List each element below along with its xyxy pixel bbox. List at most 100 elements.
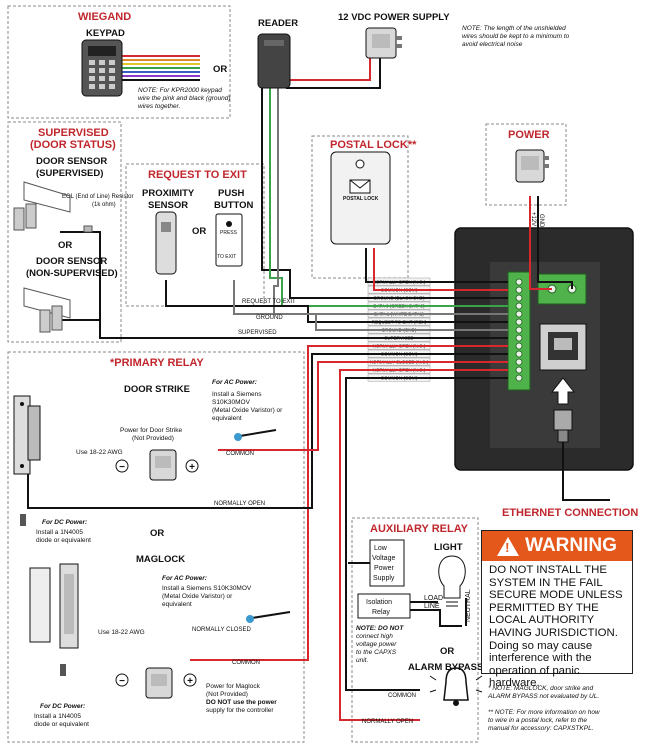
wire-label-common-1: COMMON — [226, 451, 254, 457]
label-or: OR — [192, 226, 206, 237]
aux-note-5: unit. — [356, 657, 368, 664]
label-lvps-2: Voltage — [372, 555, 395, 562]
heading-ethernet-connection: ETHERNET CONNECTION — [502, 507, 638, 519]
top-note-3: avoid electrical noise — [462, 41, 523, 48]
svg-text:−: − — [119, 462, 125, 473]
label-eol-1: EOL (End of Line) Resistor — [62, 194, 133, 200]
label-or: OR — [440, 646, 454, 657]
label-light: LIGHT — [434, 542, 463, 553]
aux-note-1: NOTE: DO NOT — [356, 625, 404, 632]
terminal-screw — [515, 342, 523, 350]
label-or: OR — [213, 64, 227, 75]
plus-icon — [185, 459, 199, 473]
terminal-screw — [515, 302, 523, 310]
reader-device — [257, 33, 291, 89]
label-door-strike: DOOR STRIKE — [124, 384, 190, 395]
footnote-1a: * NOTE: MAGLOCK, door strike and — [488, 685, 594, 692]
heading-wiegand: WIEGAND — [78, 11, 131, 23]
warning-box: ! WARNING DO NOT INSTALL THE SYSTEM IN T… — [481, 530, 633, 689]
power-supply-icon — [145, 667, 173, 699]
diode-icon — [60, 664, 66, 676]
ac-power-4: equivalent — [212, 415, 242, 422]
ac-power-3: (Metal Oxide Varistor) or — [212, 407, 283, 414]
label-or: OR — [58, 240, 72, 251]
heading-primary-relay: *PRIMARY RELAY — [110, 357, 204, 369]
aux-note-2: connect high — [356, 633, 393, 640]
ps-maglock-1: Power for Maglock — [206, 683, 261, 690]
svg-text:−: − — [119, 676, 125, 687]
label-alarm-bypass: ALARM BYPASS — [408, 662, 483, 673]
ac-power2-2: (Metal Oxide Varistor) or — [162, 593, 233, 600]
keypad-note-3: wires together. — [138, 103, 181, 110]
label-push-2: BUTTON — [214, 200, 254, 211]
terminal-screw — [515, 294, 523, 302]
label-to-exit: TO EXIT — [217, 254, 236, 260]
warning-icon: ! — [497, 536, 520, 556]
dc-power2-2: diode or equivalent — [34, 721, 89, 728]
warning-title: WARNING — [525, 535, 617, 556]
wire-label-common-2: COMMON — [232, 660, 260, 666]
proximity-sensor-device — [155, 211, 177, 275]
controller-panel — [454, 227, 634, 471]
ac-power-1: Install a Siemens — [212, 391, 262, 398]
label-lvps-1: Low — [374, 545, 388, 552]
label-keypad: KEYPAD — [86, 28, 125, 39]
terminal-screw — [515, 374, 523, 382]
wire-label-common-3: COMMON — [388, 693, 416, 699]
heading-door-status: (DOOR STATUS) — [30, 139, 116, 151]
door-strike-device — [13, 395, 41, 475]
door-sensor-non-supervised — [23, 287, 71, 333]
power-terminal-block — [537, 273, 587, 305]
power-supply-icon — [149, 449, 177, 481]
label-line: LINE — [424, 603, 440, 610]
label-postal-lock: POSTAL LOCK — [343, 196, 379, 202]
ac-power2-3: equivalent — [162, 601, 192, 608]
dc-power-1: Install a 1N4005 — [36, 529, 83, 536]
label-proximity-1: PROXIMITY — [142, 188, 195, 199]
terminal-screw — [515, 334, 523, 342]
label-12vdc-supply: 12 VDC POWER SUPPLY — [338, 12, 450, 23]
terminal-screw — [515, 366, 523, 374]
dc-power-2: diode or equivalent — [36, 537, 91, 544]
warning-body: DO NOT INSTALL THE SYSTEM IN THE FAIL SE… — [489, 564, 623, 690]
bell-icon — [429, 667, 483, 706]
terminal-screw — [515, 310, 523, 318]
door-sensor-supervised — [13, 181, 93, 233]
ac-power-2: S10K30MOV — [212, 399, 251, 406]
heading-auxiliary-relay: AUXILIARY RELAY — [370, 523, 469, 535]
wire-label-supervised: SUPERVISED — [238, 330, 277, 336]
label-isolation-2: Relay — [372, 609, 390, 616]
top-note-1: NOTE: The length of the unshielded — [462, 25, 566, 32]
wire-label-normally-open-2: NORMALLY OPEN — [362, 719, 413, 725]
heading-request-to-exit: REQUEST TO EXIT — [148, 169, 247, 181]
svg-text:+: + — [187, 676, 193, 687]
ps-maglock-4: supply for the controller — [206, 707, 274, 714]
ethernet-plug-icon — [553, 409, 573, 443]
label-lvps-4: Supply — [373, 575, 395, 582]
heading-power: POWER — [508, 129, 550, 141]
heading-supervised: SUPERVISED — [38, 127, 109, 139]
ps-maglock-2: (Not Provided) — [206, 691, 248, 698]
heading-postal-lock: POSTAL LOCK** — [330, 139, 417, 151]
footnote-2a: ** NOTE: For more information on how — [488, 709, 601, 716]
label-door-sensor-3: DOOR SENSOR — [36, 256, 107, 267]
ps-strike-2: (Not Provided) — [132, 435, 174, 442]
ac-power2-title: For AC Power: — [162, 575, 207, 582]
label-press: PRESS — [220, 230, 238, 236]
label-isolation-1: Isolation — [366, 599, 392, 606]
label-or: OR — [150, 528, 164, 539]
footnote-2c: manual for accessory: CAPXSTKPL. — [488, 725, 594, 732]
postal-lock-device — [330, 151, 391, 245]
minus-icon — [115, 673, 129, 687]
primary-relay-box — [7, 351, 305, 743]
label-load: LOAD — [424, 595, 443, 602]
wire-label-12v: +12V — [530, 212, 536, 226]
terminal-screw — [515, 286, 523, 294]
label-maglock: MAGLOCK — [136, 554, 185, 565]
label-door-sensor-1: DOOR SENSOR — [36, 156, 107, 167]
auxiliary-relay-box — [351, 517, 479, 743]
dc-power2-1: Install a 1N4005 — [34, 713, 81, 720]
isolation-relay-box — [357, 593, 411, 619]
label-neutral: NEUTRAL — [465, 589, 472, 622]
wire-label-gnd: GND — [538, 214, 544, 228]
